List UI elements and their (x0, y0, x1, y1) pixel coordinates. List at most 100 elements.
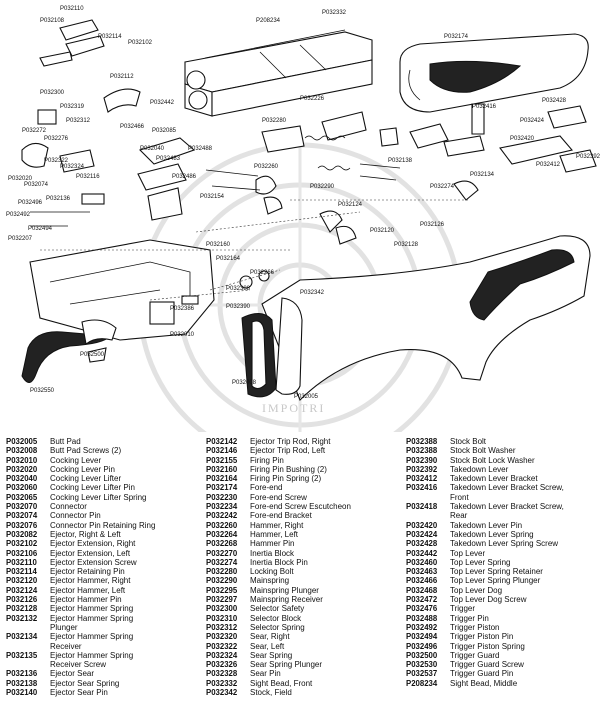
part-number: P032134 (6, 632, 38, 642)
part-description: Inertia Block (250, 548, 295, 558)
part-callout: P032174 (444, 34, 469, 40)
legend-row: Receiver Screw (6, 660, 202, 669)
part-number: P032300 (206, 604, 238, 614)
part-callout: P032010 (170, 332, 195, 338)
part-description: Cocking Lever Lifter (50, 474, 122, 484)
part-description: Rear (450, 511, 468, 521)
part-callout: P032020 (8, 176, 33, 182)
part-description: Fore-end Screw Escutcheon (250, 502, 351, 512)
part-description: Ejector Hammer Spring (50, 613, 134, 623)
watermark-text: IMPOTRI (262, 401, 325, 415)
part-number: P032320 (206, 632, 238, 642)
part-description: Cocking Lever (50, 455, 102, 465)
part-number: P208234 (406, 678, 438, 688)
part-number: P032128 (6, 604, 38, 614)
part-number: P032428 (406, 539, 438, 549)
part-number: P032442 (406, 548, 438, 558)
part-number: P032040 (6, 474, 38, 484)
part-description: Inertia Block Pin (250, 557, 308, 567)
part-number: P032160 (206, 464, 238, 474)
part-callout: P032134 (470, 172, 495, 178)
part-callout: P032390 (226, 304, 251, 310)
part-description: Sear, Right (250, 632, 290, 642)
part-description: Top Lever (450, 548, 486, 558)
part-description: Connector Pin (50, 511, 101, 521)
part-number: P032537 (406, 669, 438, 679)
receiver (29, 239, 215, 341)
part-callout: P032116 (76, 174, 100, 180)
part-number: P032342 (206, 688, 238, 698)
part-description: Ejector Hammer Pin (50, 595, 122, 605)
part-number: P032074 (6, 511, 38, 521)
leader-lines (40, 199, 470, 301)
part-callout: P032160 (206, 242, 231, 248)
part-callout: P032085 (152, 128, 177, 134)
part-callout: P032040 (140, 146, 165, 152)
part-callout: P032226 (300, 96, 325, 102)
part-description: Butt Pad Screws (2) (50, 446, 122, 456)
part-callout: P032266 (250, 270, 275, 276)
part-description: Stock Bolt Lock Washer (450, 455, 535, 465)
part-description: Hammer Pin (250, 539, 295, 549)
part-number: P032114 (6, 567, 37, 577)
part-number: P032124 (6, 585, 38, 595)
legend-row: Plunger (6, 623, 202, 632)
fore-end (399, 33, 589, 113)
part-number: P032392 (406, 464, 438, 474)
part-number: P032070 (6, 502, 38, 512)
part-callout: P032276 (44, 136, 69, 142)
part-callout: P032388 (226, 286, 251, 292)
part-description: Takedown Lever Bracket (450, 474, 538, 484)
part-description: Ejector Hammer Spring (50, 632, 134, 642)
part-description: Ejector Trip Rod, Right (250, 437, 331, 446)
part-callout: P032324 (60, 164, 85, 170)
part-description: Mainspring (250, 576, 290, 586)
part-description: Fore-end (250, 483, 283, 493)
part-description: Hammer, Left (250, 529, 299, 539)
part-number: P032008 (6, 446, 38, 456)
part-callout: P032290 (310, 184, 335, 190)
part-number: P032412 (406, 474, 438, 484)
part-description: Sear Spring Plunger (250, 660, 323, 670)
part-callout: P032319 (60, 104, 85, 110)
legend-row: P032134 Ejector Hammer Spring (6, 632, 202, 641)
part-description: Stock Bolt Washer (450, 446, 516, 456)
legend-row: Rear (406, 511, 602, 520)
part-number: P032155 (206, 455, 238, 465)
part-number: P032322 (206, 641, 238, 651)
part-description: Ejector Hammer, Right (50, 576, 131, 586)
part-description: Cocking Lever Pin (50, 464, 115, 474)
part-description: Takedown Lever Bracket Screw, (450, 502, 564, 512)
stock (261, 235, 591, 401)
part-description: Connector Pin Retaining Ring (50, 520, 156, 530)
part-callout: P032392 (576, 154, 601, 160)
part-number: P032488 (406, 613, 438, 623)
barrel-assembly (184, 29, 373, 117)
part-description: Cocking Lever Lifter Spring (50, 492, 147, 502)
part-description: Ejector Hammer Spring (50, 650, 134, 660)
part-callout: P032424 (520, 118, 545, 124)
part-number: P032264 (206, 529, 238, 539)
